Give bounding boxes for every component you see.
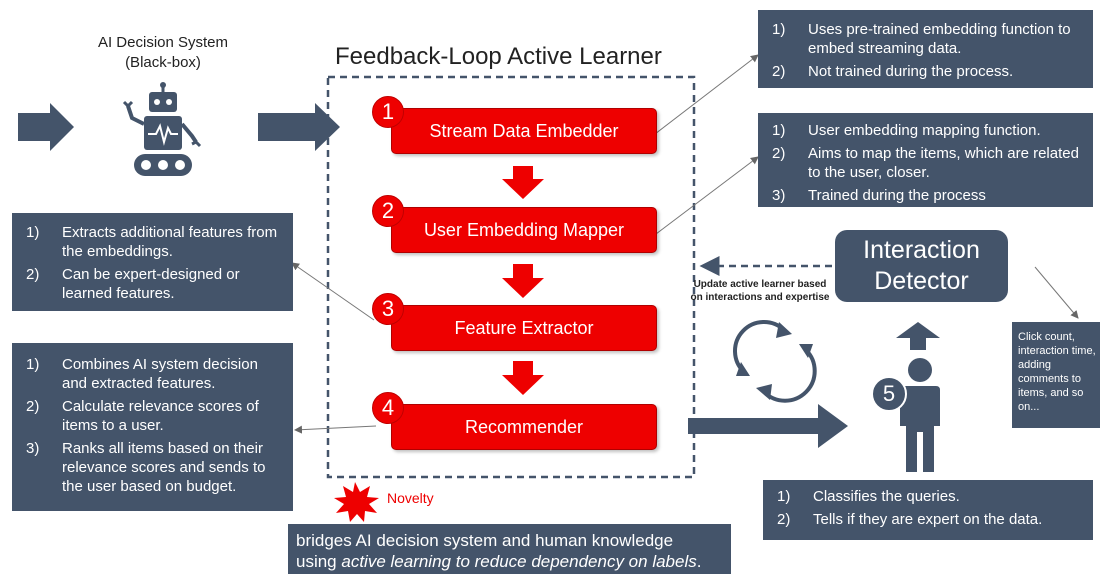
novelty-starburst-icon: [334, 482, 379, 522]
user-to-detector-arrow: [896, 322, 940, 350]
input-arrow: [18, 103, 74, 151]
user-step-badge: 5: [871, 376, 907, 412]
mapper-note-connector: [655, 156, 759, 235]
step-label: Feature Extractor: [454, 317, 594, 338]
detector-note-connector: [1034, 266, 1079, 319]
step-number-badge: 4: [372, 392, 404, 424]
step-number-badge: 2: [372, 195, 404, 227]
list-item: 2)Tells if they are expert on the data.: [777, 511, 1043, 528]
ai-system-subtitle: (Black-box): [125, 54, 201, 71]
list-item: 1)Classifies the queries.: [777, 488, 960, 505]
robot-icon: [122, 82, 202, 176]
down-arrow-1: [502, 166, 544, 199]
down-arrow-3: [502, 361, 544, 395]
recommender-note-connector: [294, 425, 377, 434]
interaction-detector-title: Interaction: [863, 236, 980, 264]
embedder-note-connector: [654, 54, 759, 135]
click-note: Click count, interaction time, adding co…: [1012, 322, 1100, 428]
cycle-arrowhead-4: [799, 344, 813, 358]
mapper-notes: 1)User embedding mapping function. 2)Aim…: [758, 113, 1093, 207]
down-arrow-2: [502, 264, 544, 298]
list-item: 1)User embedding mapping function.: [772, 122, 1041, 139]
cycle-arrowhead-3: [736, 362, 750, 376]
update-learner-text: Update active learner based on interacti…: [690, 279, 830, 303]
cycle-arrowhead-2: [756, 384, 772, 400]
novelty-label: Novelty: [387, 490, 434, 506]
step-stream-data-embedder: Stream Data Embedder: [391, 108, 657, 154]
interaction-detector-box: Interaction Detector: [835, 230, 1008, 302]
ai-system-title: AI Decision System: [97, 34, 229, 51]
list-item: 2)Can be expert-designed or learned feat…: [26, 266, 240, 302]
ai-system-label: AI Decision System (Black-box): [88, 33, 238, 73]
system-to-learner-arrow: [258, 103, 340, 151]
feature-note-connector: [291, 262, 375, 321]
list-item: 2)Calculate relevance scores of items to…: [26, 398, 259, 434]
cycle-arrowhead-1: [776, 322, 792, 338]
list-item: 1)Combines AI system decision and extrac…: [26, 356, 258, 392]
user-notes: 1)Classifies the queries. 2)Tells if the…: [763, 480, 1093, 540]
novelty-line-1: bridges AI decision system and human kno…: [296, 531, 674, 550]
step-recommender: Recommender: [391, 404, 657, 450]
novelty-line-2: using active learning to reduce dependen…: [296, 552, 702, 571]
novelty-box: bridges AI decision system and human kno…: [288, 524, 731, 574]
user-icon: [900, 358, 940, 472]
interaction-detector-subtitle: Detector: [874, 267, 969, 295]
recommender-to-user-arrow: [688, 404, 848, 448]
list-item: 1)Uses pre-trained embedding function to…: [772, 21, 1071, 57]
learner-frame: [326, 75, 696, 479]
step-feature-extractor: Feature Extractor: [391, 305, 657, 351]
learner-title: Feedback-Loop Active Learner: [335, 43, 662, 70]
step-number-badge: 1: [372, 96, 404, 128]
step-user-embedding-mapper: User Embedding Mapper: [391, 207, 657, 253]
step-label: Stream Data Embedder: [429, 120, 619, 141]
embedder-notes: 1)Uses pre-trained embedding function to…: [758, 10, 1093, 88]
feature-notes: 1)Extracts additional features from the …: [12, 213, 293, 311]
refresh-cycle-icon: [733, 320, 817, 403]
step-number-badge: 3: [372, 293, 404, 325]
step-label: Recommender: [464, 416, 584, 437]
list-item: 2)Not trained during the process.: [772, 63, 1014, 80]
recommender-notes: 1)Combines AI system decision and extrac…: [12, 343, 293, 511]
list-item: 3)Ranks all items based on their relevan…: [26, 440, 266, 495]
list-item: 3)Trained during the process: [772, 187, 986, 204]
step-label: User Embedding Mapper: [423, 219, 625, 240]
list-item: 2)Aims to map the items, which are relat…: [772, 145, 1079, 181]
list-item: 1)Extracts additional features from the …: [26, 224, 278, 260]
